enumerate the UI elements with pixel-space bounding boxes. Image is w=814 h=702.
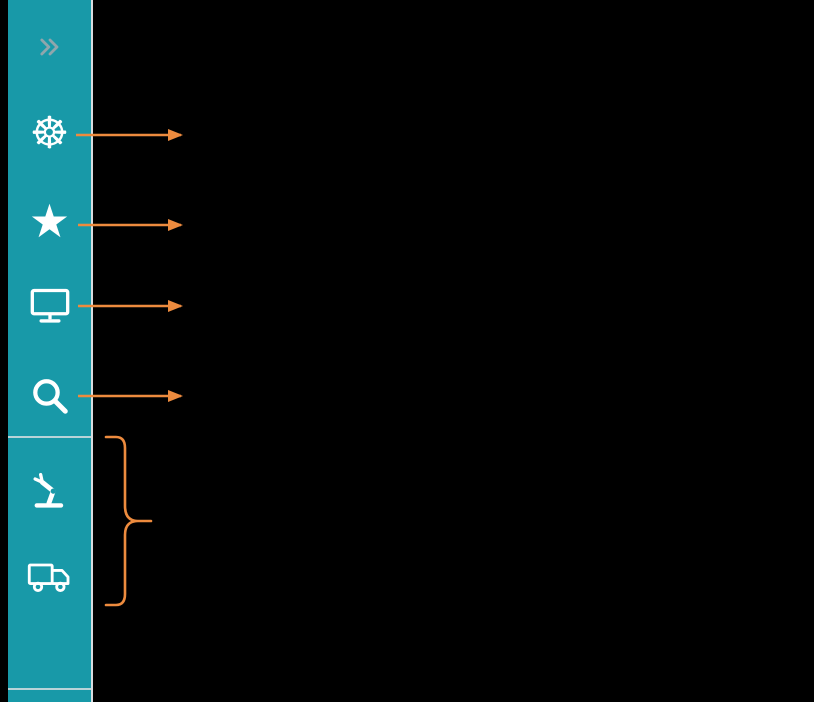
sidebar-divider bbox=[8, 436, 91, 438]
sidebar-collapse-button[interactable] bbox=[8, 19, 91, 75]
ship-wheel-icon: ☸ bbox=[29, 108, 70, 159]
sidebar-item-monitor[interactable] bbox=[8, 278, 91, 334]
annotation-brace-extensions-group bbox=[104, 435, 153, 607]
search-icon bbox=[32, 379, 68, 414]
sidebar-item-robot-arm[interactable] bbox=[8, 462, 91, 518]
app-sidebar: ☸ ★ bbox=[8, 0, 93, 702]
truck-icon bbox=[27, 563, 69, 592]
sidebar-item-search[interactable] bbox=[8, 368, 91, 424]
sidebar-item-truck[interactable] bbox=[8, 549, 91, 605]
robot-arm-icon bbox=[33, 472, 63, 508]
star-icon: ★ bbox=[28, 194, 71, 248]
sidebar-item-ship-wheel[interactable]: ☸ bbox=[8, 107, 91, 163]
sidebar-bottom-divider bbox=[8, 688, 91, 690]
sidebar-item-star[interactable]: ★ bbox=[8, 196, 91, 252]
monitor-icon bbox=[30, 288, 69, 323]
double-chevron-right-icon bbox=[39, 38, 58, 56]
